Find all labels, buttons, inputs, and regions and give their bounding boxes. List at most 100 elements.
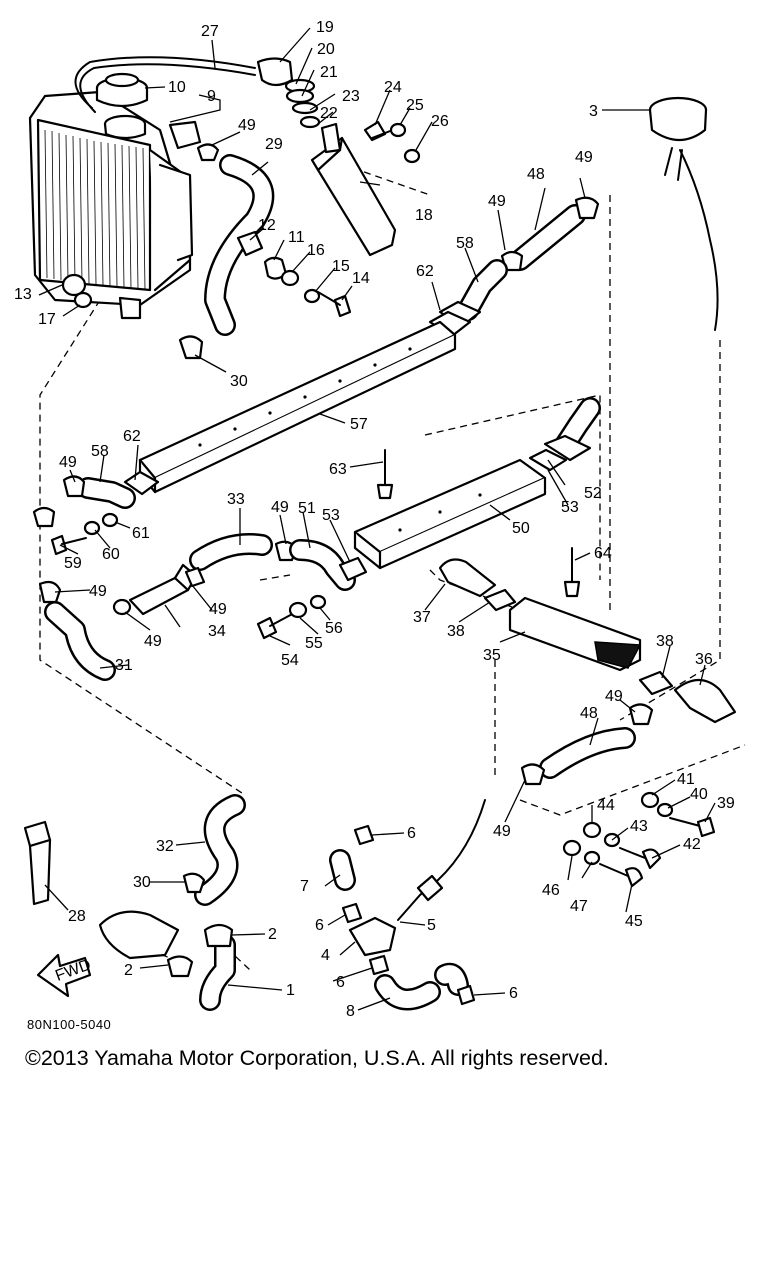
callout-11: 11 [288,229,305,246]
thermo-fitting-4-8 [329,799,486,1011]
hose-48-upper [500,196,600,272]
pipe-33-34 [112,533,273,616]
callout-25: 25 [406,97,424,114]
callout-49: 49 [575,149,593,166]
bolt-washers-59-61 [50,512,119,556]
callout-6: 6 [509,985,518,1002]
callout-36: 36 [695,651,713,668]
callout-12: 12 [258,217,276,234]
callout-2: 2 [268,926,277,943]
mount-parts-11-16 [236,230,352,318]
fitting-58-left [62,470,160,509]
callout-46: 46 [542,882,560,899]
callout-20: 20 [317,41,335,58]
callout-1: 1 [286,982,295,999]
reservoir-cap-stack [256,57,321,129]
callout-55: 55 [305,635,323,652]
callout-63: 63 [329,461,347,478]
callout-50: 50 [512,520,530,537]
heat-exchanger-35 [508,596,642,672]
fitting-36 [638,670,737,724]
callout-35: 35 [483,647,501,664]
strap-28 [23,820,52,906]
callout-49: 49 [493,823,511,840]
callout-22: 22 [320,105,338,122]
hose-51 [274,539,368,591]
reservoir-tank [310,122,397,257]
callout-6: 6 [336,974,345,991]
callout-48: 48 [580,705,598,722]
callout-61: 61 [132,525,150,542]
callout-52: 52 [584,485,602,502]
callout-27: 27 [201,23,219,40]
hose-48-lower [520,703,654,786]
fitting-37 [438,558,517,612]
forward-arrow: FWD [36,953,93,998]
callout-58: 58 [91,443,109,460]
callout-15: 15 [332,258,350,275]
callout-19: 19 [316,19,334,36]
callout-28: 28 [68,908,86,925]
heat-exchanger-50 [353,458,547,570]
callout-54: 54 [281,652,299,669]
radiator-assembly [28,90,194,320]
callout-30: 30 [133,874,151,891]
callout-40: 40 [690,786,708,803]
callout-49: 49 [209,601,227,618]
callout-4: 4 [321,947,330,964]
callout-62: 62 [416,263,434,280]
callout-44: 44 [597,797,615,814]
callout-5: 5 [427,917,436,934]
callout-34: 34 [208,623,226,640]
callout-42: 42 [683,836,701,853]
callout-49: 49 [271,499,289,516]
fitting-52 [528,397,601,472]
callout-23: 23 [342,88,360,105]
callout-57: 57 [350,416,368,433]
callout-49: 49 [605,688,623,705]
bolt-washers-24-26 [363,120,421,164]
temp-sender-3 [648,96,719,331]
bolt-63 [376,449,394,500]
hose-32 [182,794,246,906]
callout-24: 24 [384,79,402,96]
callout-18: 18 [415,207,433,224]
callout-13: 13 [14,286,32,303]
callout-48: 48 [527,166,545,183]
callout-59: 59 [64,555,82,572]
bolt-washers-39-47 [562,791,716,888]
callout-31: 31 [115,657,133,674]
water-pump-hose-1 [98,910,236,1011]
callout-14: 14 [352,270,370,287]
callout-32: 32 [156,838,174,855]
callout-53: 53 [322,507,340,524]
callout-9: 9 [207,88,216,105]
callout-47: 47 [570,898,588,915]
cooling-system-exploded-diagram: FWD [14,19,746,1020]
callout-10: 10 [168,79,186,96]
callout-45: 45 [625,913,643,930]
callout-49: 49 [238,117,256,134]
callout-leaders [38,27,716,1011]
callout-38: 38 [656,633,674,650]
callout-38: 38 [447,623,465,640]
callout-26: 26 [431,113,449,130]
callout-8: 8 [346,1003,355,1020]
callout-7: 7 [300,878,309,895]
callout-30: 30 [230,373,248,390]
callout-3: 3 [589,103,598,120]
bolt-64 [563,547,581,598]
callout-43: 43 [630,818,648,835]
radiator-cap [95,72,149,140]
callout-49: 49 [89,583,107,600]
callout-51: 51 [298,500,316,517]
callout-62: 62 [123,428,141,445]
callout-21: 21 [320,64,338,81]
fitting-58-upper [428,259,508,338]
callout-16: 16 [307,242,325,259]
callout-37: 37 [413,609,431,626]
overflow-hose [74,56,256,109]
callout-49: 49 [488,193,506,210]
heat-exchanger-57 [138,320,457,494]
callout-29: 29 [265,136,283,153]
